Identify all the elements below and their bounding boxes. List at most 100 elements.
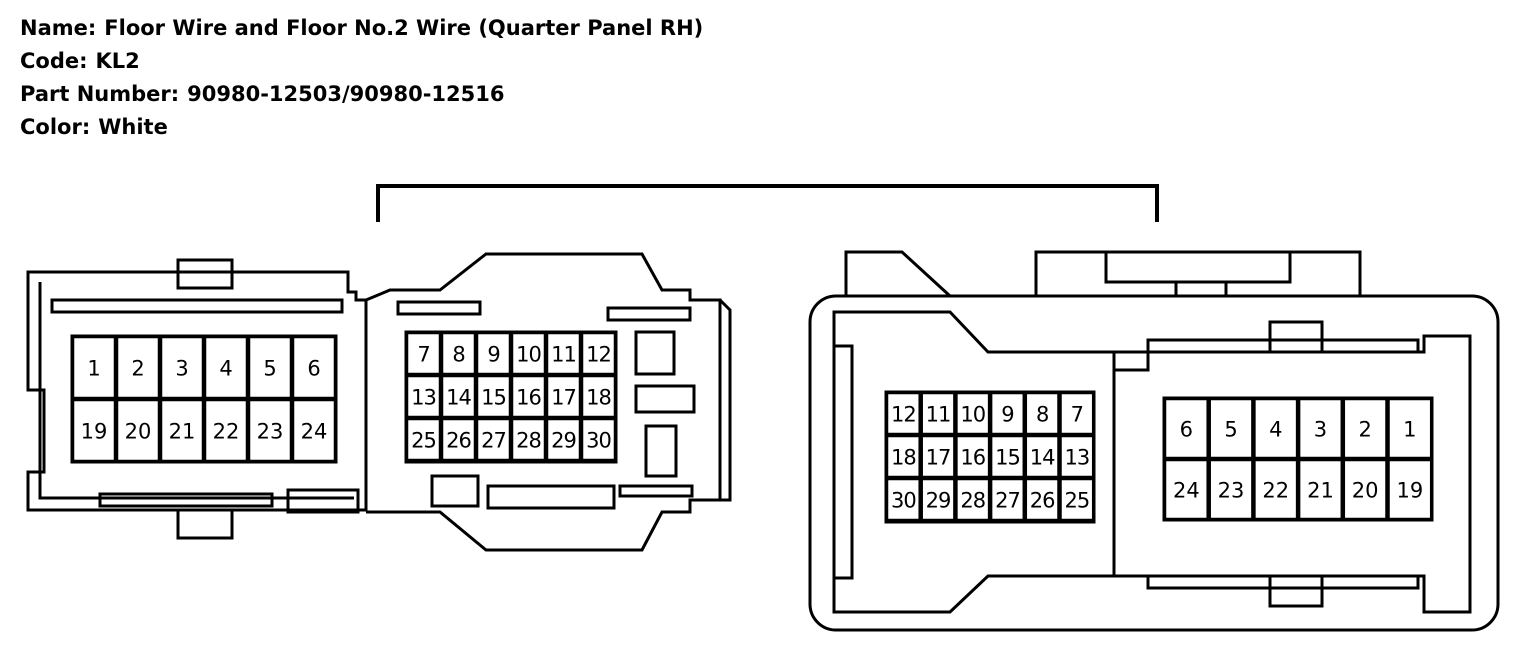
pin-cavity [989, 434, 1026, 479]
pin-cavity [440, 331, 477, 376]
pin-cavity [440, 417, 477, 462]
left-housing-inner [38, 282, 354, 500]
pin-cavity [1387, 397, 1433, 460]
pin-cavity [989, 477, 1026, 522]
pin-number: 13 [411, 386, 436, 410]
pin-cavity [71, 398, 117, 463]
pin-number: 18 [891, 446, 916, 470]
pin-cavity [1059, 434, 1095, 479]
name-label: Name: [20, 16, 97, 40]
pin-cavity [1208, 397, 1254, 460]
part-number-value: 90980-12503/90980-12516 [187, 82, 505, 106]
right-divider [1112, 352, 1150, 576]
pin-number: 24 [301, 420, 328, 444]
part-number-row: Part Number: 90980-12503/90980-12516 [20, 78, 703, 111]
pin-number: 29 [551, 429, 576, 453]
pin-number: 25 [411, 429, 436, 453]
pin-cavity [545, 417, 582, 462]
pin-number: 20 [125, 420, 152, 444]
pin-cavity [1024, 391, 1060, 436]
pin-number: 11 [551, 343, 576, 367]
pin-number: 24 [1173, 479, 1200, 503]
pin-number: 4 [219, 357, 232, 381]
left-side-key-1 [634, 330, 676, 376]
pin-cavity [955, 434, 991, 479]
pin-cavity [510, 374, 547, 419]
pin-number: 10 [516, 343, 541, 367]
pin-number: 16 [516, 386, 541, 410]
pin-cavity [115, 398, 161, 463]
pin-number: 28 [516, 429, 541, 453]
pin-cavity [440, 374, 477, 419]
pin-number: 20 [1352, 479, 1379, 503]
pin-cavity [405, 331, 442, 376]
pin-number: 14 [446, 386, 471, 410]
pin-number: 25 [1064, 489, 1089, 513]
pin-cavity [291, 335, 337, 400]
pin-cavity [159, 398, 205, 463]
pin-cavity [203, 335, 249, 400]
pin-number: 11 [926, 403, 951, 427]
color-row: Color:White [20, 111, 703, 144]
pin-cavity [1297, 397, 1344, 460]
left-bottom-latch [176, 508, 234, 540]
pin-number: 12 [586, 343, 611, 367]
pin-cavity [159, 335, 205, 400]
right-housing-outline [808, 294, 1500, 632]
pin-number: 19 [1396, 479, 1423, 503]
pin-cavity [1163, 458, 1209, 521]
pin-number: 6 [1180, 418, 1193, 442]
pin-number: 1 [87, 357, 100, 381]
pin-number: 21 [169, 420, 196, 444]
pin-cavity [1253, 458, 1299, 521]
pin-number: 27 [481, 429, 506, 453]
pin-cavity [1297, 458, 1344, 521]
pin-number: 3 [175, 357, 188, 381]
left-bottom-lock [286, 488, 360, 514]
part-number-label: Part Number: [20, 82, 180, 106]
right-inner-step-left [834, 344, 854, 580]
pin-cavity [71, 335, 117, 400]
pin-cavity [955, 391, 991, 436]
pin-number: 17 [926, 446, 951, 470]
pin-cavity [1059, 391, 1095, 436]
pin-cavity [1253, 397, 1299, 460]
pin-cavity [1059, 477, 1095, 522]
left-shroud-slot-right-bottom [618, 484, 694, 498]
code-value: KL2 [95, 49, 140, 73]
pairing-bracket [376, 184, 1159, 222]
pin-cavity [920, 434, 956, 479]
pin-number: 17 [551, 386, 576, 410]
left-housing-outline [26, 270, 368, 512]
right-top-tab-center [1034, 250, 1362, 298]
pin-cavity [475, 374, 512, 419]
pin-cavity [1024, 477, 1060, 522]
pin-number: 19 [81, 420, 108, 444]
right-lower-rail [1146, 576, 1420, 590]
pin-number: 7 [417, 343, 429, 367]
pin-cavity [247, 335, 293, 400]
left-shroud-slot-top [396, 300, 482, 316]
left-shroud-slot-right-top [606, 306, 692, 322]
pin-cavity [1387, 458, 1433, 521]
pin-cavity [580, 374, 617, 419]
pin-number: 23 [1218, 479, 1245, 503]
right-upper-rail [1146, 338, 1420, 352]
left-bottom-key-1 [430, 474, 480, 508]
pin-number: 7 [1071, 403, 1083, 427]
pin-cavity [1163, 397, 1209, 460]
pin-cavity [405, 417, 442, 462]
pin-cavity [247, 398, 293, 463]
left-bottom-slot [98, 492, 274, 508]
pin-number: 29 [926, 489, 951, 513]
pin-cavity [203, 398, 249, 463]
right-top-latch [1268, 320, 1324, 354]
pin-cavity [475, 417, 512, 462]
pin-number: 10 [960, 403, 985, 427]
pin-cavity [885, 477, 921, 522]
pin-number: 30 [891, 489, 916, 513]
pin-cavity [885, 434, 921, 479]
pin-cavity [920, 391, 956, 436]
pin-number: 2 [131, 357, 144, 381]
